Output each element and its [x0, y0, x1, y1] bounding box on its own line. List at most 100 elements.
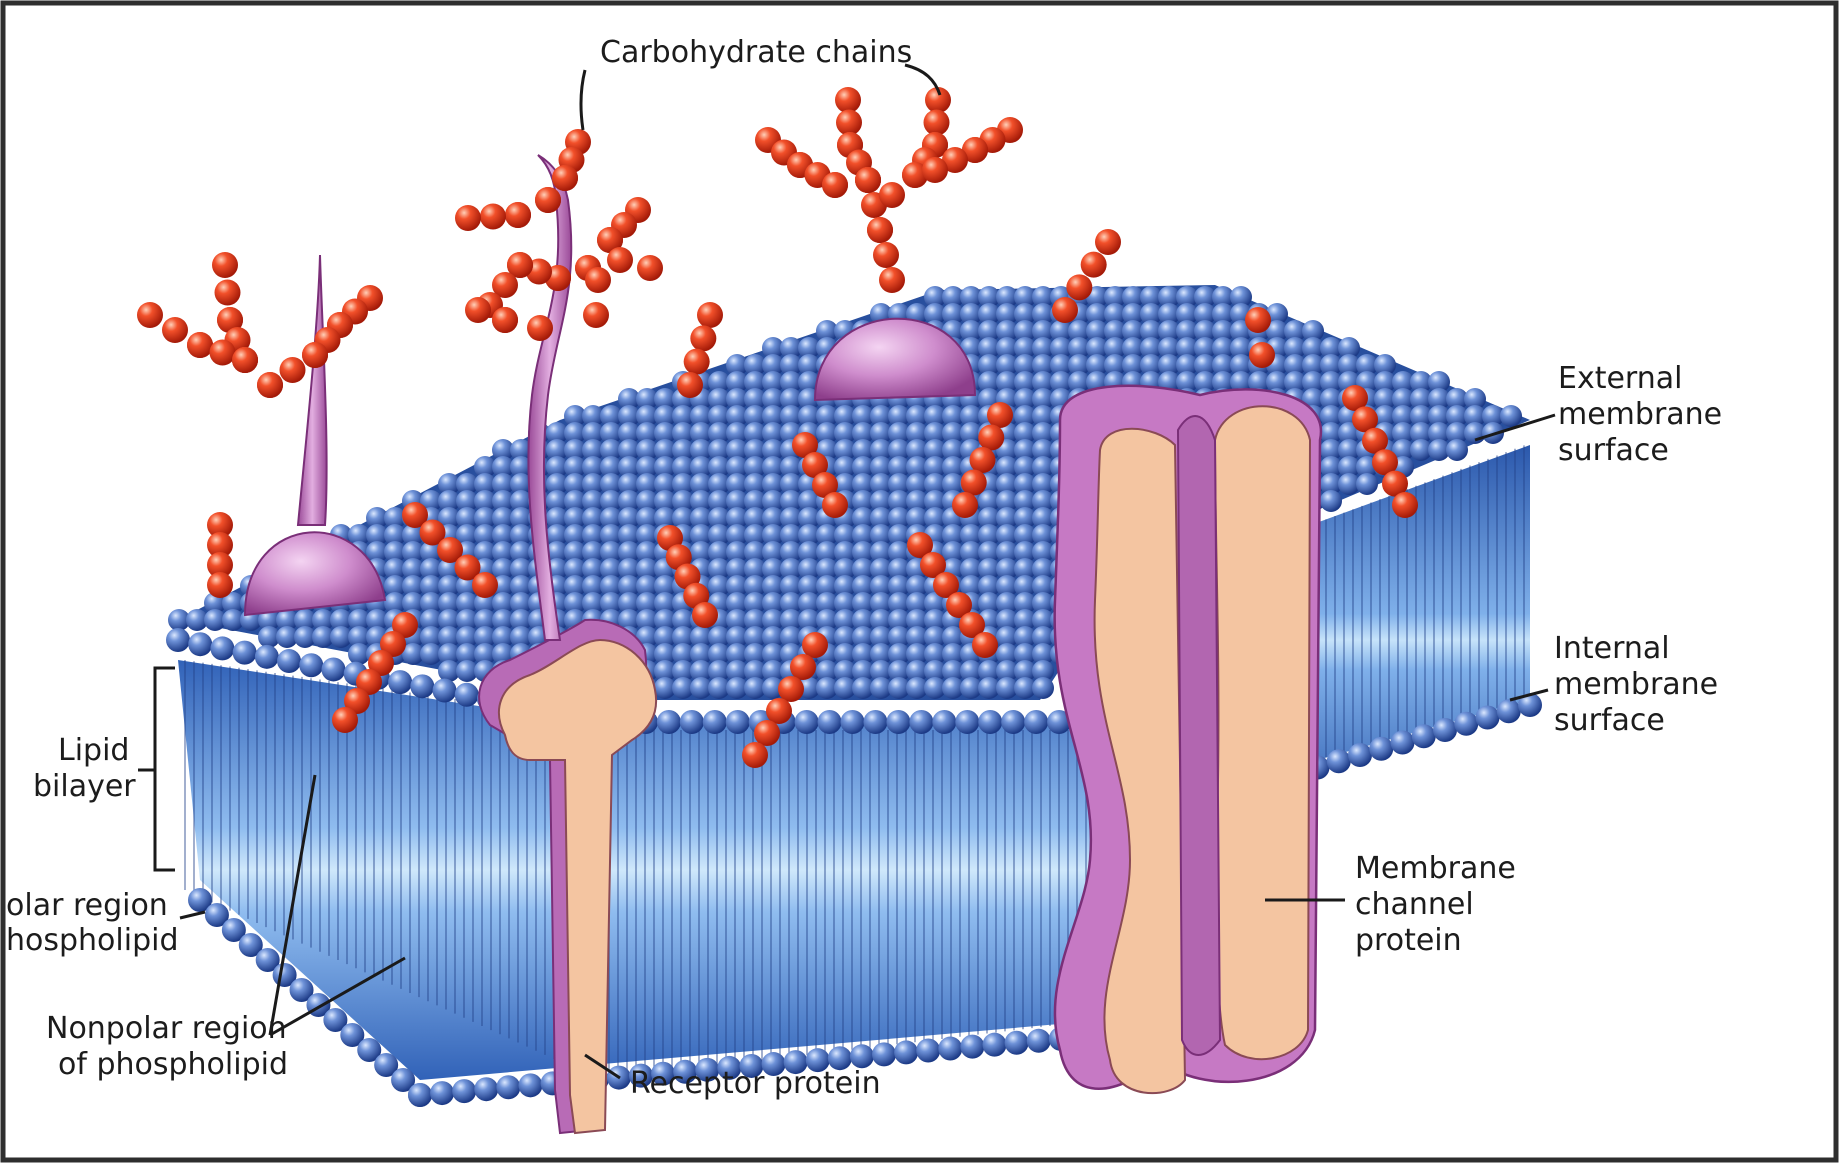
phospholipid-head — [872, 1042, 896, 1066]
label-carbohydrate-chains: Carbohydrate chains — [600, 35, 912, 70]
sugar-unit — [215, 280, 241, 306]
phospholipid-head — [455, 683, 479, 707]
label-external-line2: membrane — [1558, 397, 1722, 432]
phospholipid-head — [818, 710, 842, 734]
sugar-unit — [1052, 297, 1078, 323]
phospholipid-head — [886, 710, 910, 734]
phospholipid-head — [850, 1044, 874, 1068]
sugar-unit — [1249, 342, 1275, 368]
phospholipid-head — [909, 710, 933, 734]
phospholipid-head — [496, 1075, 520, 1099]
phospholipid-head — [388, 670, 412, 694]
label-external-line1: External — [1558, 361, 1682, 396]
sugar-unit — [822, 172, 848, 198]
sugar-unit — [790, 654, 816, 680]
phospholipid-head — [233, 641, 257, 665]
sugar-unit — [232, 347, 258, 373]
phospholipid-head — [1027, 1029, 1051, 1053]
label-receptor-protein: Receptor protein — [630, 1066, 881, 1101]
phospholipid-head — [1005, 1031, 1029, 1055]
phospholipid-head — [1032, 677, 1054, 699]
sugar-unit — [187, 332, 213, 358]
phospholipid-head — [166, 628, 190, 652]
sugar-unit — [879, 182, 905, 208]
sugar-unit — [583, 302, 609, 328]
sugar-unit — [585, 267, 611, 293]
phospholipid-head — [210, 636, 234, 660]
phospholipid-head — [1320, 490, 1342, 512]
sugar-unit — [924, 110, 950, 136]
phospholipid-head — [795, 710, 819, 734]
sugar-unit — [961, 470, 987, 496]
sugar-unit — [527, 315, 553, 341]
phospholipid-head — [916, 1038, 940, 1062]
sugar-unit — [835, 87, 861, 113]
phospholipid-head — [452, 1079, 476, 1103]
phospholipid-head — [1476, 706, 1500, 730]
sugar-unit — [480, 204, 506, 230]
phospholipid-head — [726, 710, 750, 734]
sugar-unit — [867, 217, 893, 243]
sugar-unit — [1066, 274, 1092, 300]
sugar-unit — [677, 372, 703, 398]
label-nonpolar-line1: Nonpolar region — [46, 1011, 287, 1046]
sugar-unit — [552, 165, 578, 191]
sugar-unit — [970, 447, 996, 473]
phospholipid-head — [894, 1040, 918, 1064]
phospholipid-head — [188, 632, 212, 656]
sugar-unit — [802, 632, 828, 658]
sugar-unit — [535, 187, 561, 213]
sugar-unit — [684, 349, 710, 375]
phospholipid-head — [408, 1083, 432, 1107]
sugar-unit — [879, 267, 905, 293]
sugar-unit — [465, 297, 491, 323]
phospholipid-head — [1356, 473, 1378, 495]
sugar-unit — [1245, 307, 1271, 333]
sugar-unit — [1392, 492, 1418, 518]
sugar-unit — [952, 492, 978, 518]
sugar-unit — [697, 302, 723, 328]
sugar-unit — [778, 676, 804, 702]
sugar-unit — [972, 632, 998, 658]
sugar-unit — [822, 492, 848, 518]
phospholipid-head — [703, 710, 727, 734]
phospholipid-head — [960, 1035, 984, 1059]
label-polar-line1: olar region — [6, 888, 168, 923]
phospholipid-head — [983, 1033, 1007, 1057]
sugar-unit — [742, 742, 768, 768]
label-external-line3: surface — [1558, 433, 1669, 468]
phospholipid-head — [657, 710, 681, 734]
sugar-unit — [690, 325, 716, 351]
phospholipid-head — [1446, 439, 1468, 461]
sugar-unit — [607, 247, 633, 273]
phospholipid-head — [1024, 710, 1048, 734]
phospholipid-head — [863, 710, 887, 734]
label-lipid-line1: Lipid — [58, 733, 129, 768]
sugar-unit — [855, 167, 881, 193]
phospholipid-head — [978, 710, 1002, 734]
label-internal-line1: Internal — [1554, 631, 1670, 666]
sugar-unit — [505, 202, 531, 228]
phospholipid-head — [938, 1037, 962, 1061]
phospholipid-head — [255, 645, 279, 669]
phospholipid-head — [841, 710, 865, 734]
sugar-unit — [978, 425, 1004, 451]
sugar-unit — [836, 110, 862, 136]
sugar-unit — [210, 340, 236, 366]
sugar-unit — [1081, 252, 1107, 278]
membrane-channel-protein — [1055, 386, 1321, 1093]
sugar-unit — [692, 602, 718, 628]
phospholipid-head — [680, 710, 704, 734]
sugar-unit — [332, 707, 358, 733]
phospholipid-head — [1433, 718, 1457, 742]
sugar-unit — [257, 372, 283, 398]
phospholipid-head — [1500, 405, 1522, 427]
phospholipid-head — [1369, 737, 1393, 761]
sugar-unit — [492, 307, 518, 333]
label-channel-line3: protein — [1355, 923, 1462, 958]
sugar-unit — [1095, 229, 1121, 255]
phospholipid-head — [410, 674, 434, 698]
sugar-unit — [987, 402, 1013, 428]
phospholipid-head — [1348, 743, 1372, 767]
